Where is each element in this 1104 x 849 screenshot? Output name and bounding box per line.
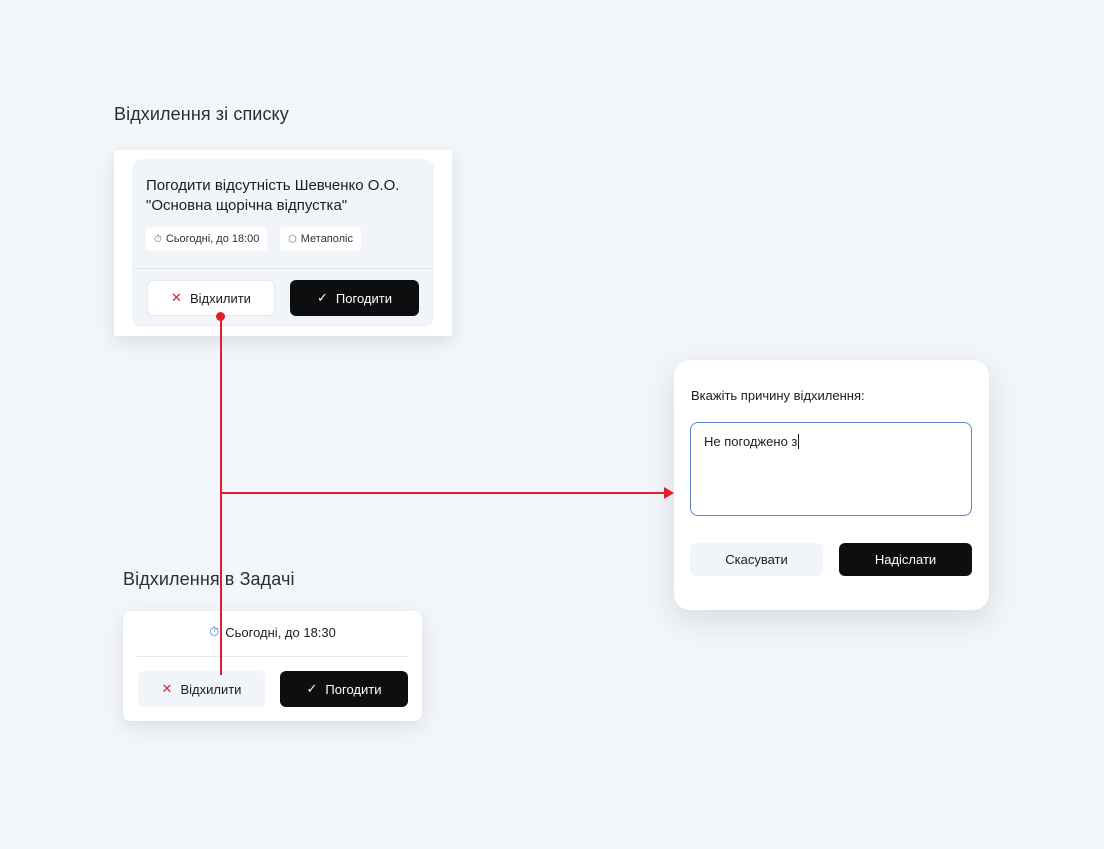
reason-label: Вкажіть причину відхилення:: [691, 388, 865, 403]
hexagon-icon: ⬡: [288, 233, 297, 245]
cancel-button[interactable]: Скасувати: [690, 543, 823, 576]
text-caret: [798, 434, 800, 449]
organization-chip-label: Метаполіс: [300, 233, 354, 245]
stopwatch-icon: ⏱: [154, 233, 162, 245]
submit-button-label: Надіслати: [874, 552, 937, 567]
check-icon: ✓: [306, 681, 318, 696]
cancel-button-label: Скасувати: [725, 552, 788, 567]
connector-dot: [216, 312, 225, 321]
reject-button-label: Відхилити: [189, 290, 251, 306]
submit-button[interactable]: Надіслати: [839, 543, 972, 576]
close-icon: ✕: [161, 681, 173, 696]
task-section-title: Відхилення в Задачі: [123, 569, 295, 589]
deadline-chip-label: Сьогодні, до 18:00: [165, 233, 260, 245]
task-deadline-label: Сьогодні, до 18:30: [225, 624, 336, 640]
flow-connector-horizontal: [220, 492, 670, 494]
task-approve-button-label: Погодити: [325, 681, 382, 697]
flow-connector-vertical: [220, 317, 222, 675]
card-divider: [132, 268, 434, 269]
stopwatch-icon: ⏱: [209, 624, 220, 639]
task-reject-button[interactable]: ✕ Відхилити: [138, 671, 265, 707]
arrow-right-icon: [664, 487, 674, 499]
task-approve-button[interactable]: ✓ Погодити: [280, 671, 408, 707]
approve-button-label: Погодити: [335, 290, 392, 306]
reason-text: Не погоджено з: [704, 434, 798, 449]
task-divider: [137, 656, 408, 657]
list-section-title: Відхилення зі списку: [114, 104, 289, 124]
card-title: Погодити відсутність Шевченко О.О. "Осно…: [146, 177, 400, 214]
approve-button[interactable]: ✓ Погодити: [290, 280, 419, 316]
close-icon: ✕: [171, 290, 182, 305]
reject-button[interactable]: ✕ Відхилити: [147, 280, 275, 316]
task-reject-button-label: Відхилити: [180, 681, 242, 697]
check-icon: ✓: [317, 290, 328, 305]
task-deadline: ⏱ Сьогодні, до 18:30: [123, 624, 422, 640]
organization-chip: ⬡ Метаполіс: [280, 227, 362, 251]
reason-textarea[interactable]: Не погоджено з: [690, 422, 972, 516]
deadline-chip: ⏱ Сьогодні, до 18:00: [146, 227, 268, 251]
